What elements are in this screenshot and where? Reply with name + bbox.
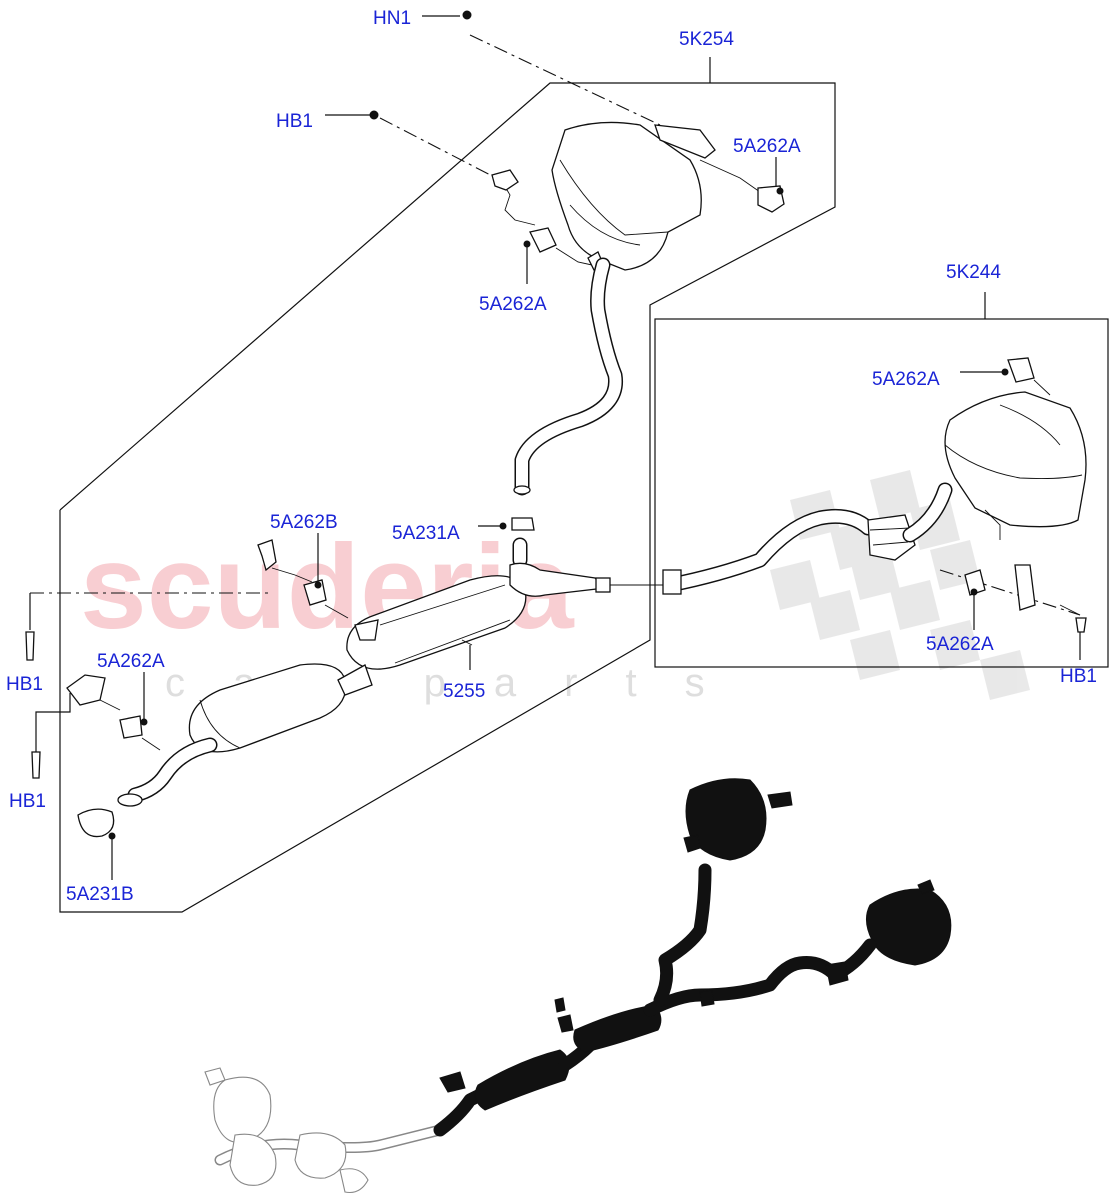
label-hb1-top: HB1 bbox=[276, 111, 313, 132]
fastener-dash-lines bbox=[30, 34, 1081, 616]
label-5k254: 5K254 bbox=[679, 29, 734, 50]
label-5a262a-left: 5A262A bbox=[97, 651, 165, 672]
group-outline-5k244 bbox=[654, 292, 1109, 668]
leader-lines bbox=[29, 15, 1081, 880]
label-hn1: HN1 bbox=[373, 8, 411, 29]
label-5a262a-top-mid: 5A262A bbox=[479, 294, 547, 315]
rear-muffler-upper bbox=[369, 10, 785, 271]
label-5a262a-right-top: 5A262A bbox=[872, 369, 940, 390]
center-muffler-5255 bbox=[25, 537, 665, 840]
label-5255: 5255 bbox=[443, 681, 485, 702]
label-hb1-left-a: HB1 bbox=[6, 674, 43, 695]
group-outline-5k254 bbox=[59, 57, 836, 913]
label-5a231a: 5A231A bbox=[392, 523, 460, 544]
label-5a231b: 5A231B bbox=[66, 884, 134, 905]
label-5a262b: 5A262B bbox=[270, 512, 338, 533]
label-hb1-left-b: HB1 bbox=[9, 791, 46, 812]
rear-muffler-right bbox=[662, 357, 1087, 633]
overview-illustration bbox=[204, 778, 952, 1194]
label-5a262a-top-right: 5A262A bbox=[733, 136, 801, 157]
part-labels: HN1 5K254 HB1 5A262A 5A262A 5K244 5A262A… bbox=[6, 8, 1097, 905]
intermediate-pipe-upper bbox=[499, 257, 624, 531]
label-5a262a-right-bottom: 5A262A bbox=[926, 634, 994, 655]
label-5k244: 5K244 bbox=[946, 262, 1001, 283]
label-hb1-right: HB1 bbox=[1060, 666, 1097, 687]
